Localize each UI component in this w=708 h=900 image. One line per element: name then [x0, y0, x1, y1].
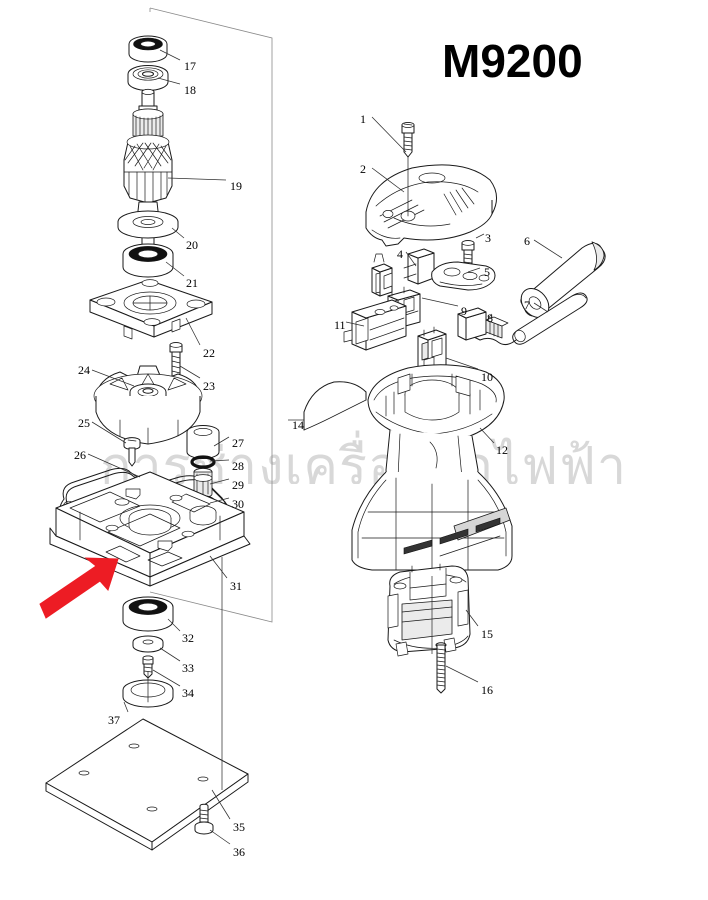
part-10-switch-trigger	[417, 326, 447, 373]
callout-number-24: 24	[78, 363, 90, 377]
callout-number-33: 33	[182, 661, 194, 675]
callout-number-26: 26	[74, 448, 86, 462]
part-37-felt-ring	[122, 671, 174, 708]
part-33-flat-washer-pad	[132, 635, 164, 653]
callout-number-20: 20	[186, 238, 198, 252]
callout-number-14: 14	[292, 418, 304, 432]
part-14-seal-gasket-strip	[303, 381, 367, 431]
callout-number-32: 32	[182, 631, 194, 645]
callout-number-3: 3	[485, 231, 491, 245]
callout-number-11: 11	[334, 318, 346, 332]
leader-lines	[87, 49, 563, 845]
part-29-eccentric-shaft	[193, 467, 213, 498]
part-11-switch-lever-assembly	[343, 299, 407, 351]
part-27-sleeve-bush	[186, 425, 220, 459]
page-title: M9200	[442, 35, 583, 87]
callout-number-29: 29	[232, 478, 244, 492]
part-7-power-cord	[459, 292, 588, 346]
callout-number-31: 31	[230, 579, 242, 593]
part-25-screw-pan-head	[123, 437, 141, 467]
part-34-screw-pad	[142, 655, 154, 679]
callout-number-2: 2	[360, 162, 366, 176]
part-18-sealed-bearing	[127, 65, 169, 91]
part-31-base-housing	[49, 471, 251, 587]
part-21-ball-bearing-lower	[122, 243, 174, 278]
part-24-cooling-fan	[93, 365, 203, 445]
red-highlight-arrow	[39, 557, 119, 619]
part-19-armature-rotor	[123, 88, 173, 259]
callout-number-35: 35	[233, 820, 245, 834]
callout-number-9: 9	[461, 304, 467, 318]
callout-number-36: 36	[233, 845, 245, 859]
callout-number-15: 15	[481, 627, 493, 641]
part-12-motor-housing-body	[351, 364, 513, 571]
part-16-long-machine-screw	[435, 642, 447, 694]
part-5-brush-cap-holder	[431, 261, 496, 291]
part-15-stator-field-coil	[387, 563, 471, 657]
callout-number-4: 4	[397, 247, 403, 261]
callout-number-7: 7	[524, 298, 530, 312]
callout-number-19: 19	[230, 179, 242, 193]
part-32-ball-bearing-pad	[122, 596, 174, 632]
part-8-noise-suppressor	[457, 307, 509, 341]
part-28-o-ring-upper	[190, 455, 216, 469]
part-22-bearing-retainer-plate	[89, 279, 213, 340]
callout-number-12: 12	[496, 443, 508, 457]
assembly-bracket-outline	[149, 7, 273, 623]
callout-number-10: 10	[481, 370, 493, 384]
callout-number-28: 28	[232, 459, 244, 473]
part-36-pan-head-screw	[194, 803, 214, 835]
part-1-tapping-screw-cover	[401, 122, 415, 158]
callout-number-17: 17	[184, 59, 196, 73]
callout-number-16: 16	[481, 683, 493, 697]
callout-number-22: 22	[203, 346, 215, 360]
callout-number-27: 27	[232, 436, 244, 450]
callout-number-30: 30	[232, 497, 244, 511]
callout-number-5: 5	[484, 265, 490, 279]
callout-number-37: 37	[108, 713, 120, 727]
part-20-flat-washer	[117, 210, 179, 239]
callout-number-23: 23	[203, 379, 215, 393]
part-6-front-grip-handle	[520, 241, 606, 318]
part-17-ball-bearing	[128, 35, 168, 63]
callout-number-18: 18	[184, 83, 196, 97]
callout-number-25: 25	[78, 416, 90, 430]
part-4-carbon-brush	[371, 248, 435, 297]
callout-number-1: 1	[360, 112, 366, 126]
callout-number-34: 34	[182, 686, 194, 700]
callout-number-6: 6	[524, 234, 530, 248]
part-2-motor-housing-cover	[365, 156, 497, 247]
callout-number-21: 21	[186, 276, 198, 290]
part-35-sanding-base-plate	[45, 718, 249, 851]
callout-number-8: 8	[487, 311, 493, 325]
